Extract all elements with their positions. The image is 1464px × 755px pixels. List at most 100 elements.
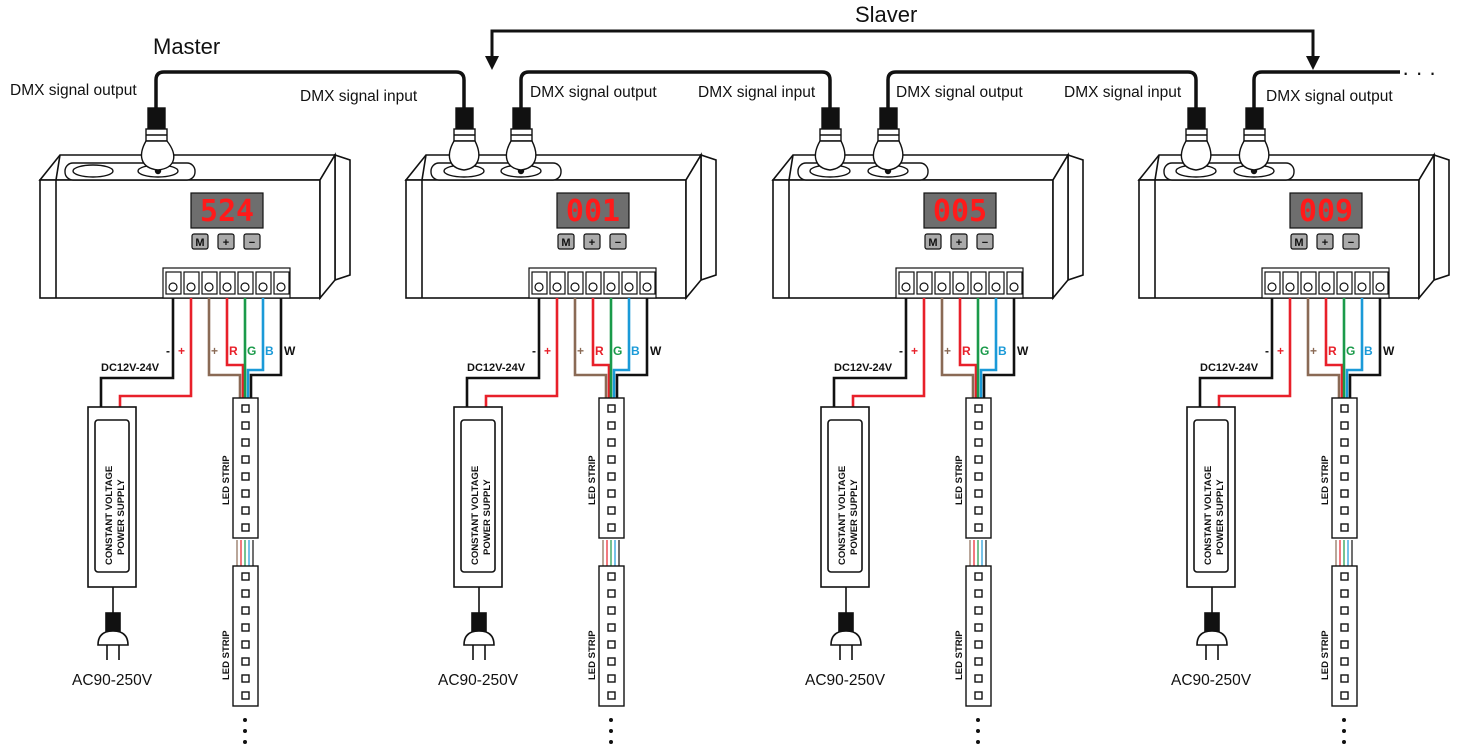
led-strip-1 bbox=[598, 397, 625, 539]
wire-label-plus: + bbox=[911, 344, 918, 358]
continuation-dots bbox=[1342, 718, 1346, 744]
power-wires bbox=[465, 298, 559, 408]
terminal-block bbox=[528, 267, 657, 299]
xlr-output-connector bbox=[872, 107, 904, 171]
wire-label-w: W bbox=[1383, 344, 1395, 358]
strip-jumper bbox=[969, 540, 987, 568]
terminal-block bbox=[162, 267, 291, 299]
plus-button[interactable] bbox=[583, 233, 601, 250]
strip-jumper bbox=[236, 540, 254, 568]
psu-label-2: POWER SUPPLY bbox=[482, 479, 493, 555]
dc-voltage-label: DC12V-24V bbox=[101, 362, 160, 374]
minus-button-label: − bbox=[1348, 237, 1354, 249]
psu-label-1: CONSTANT VOLTAGE bbox=[470, 466, 481, 565]
minus-button-label: − bbox=[982, 237, 988, 249]
psu-label-1: CONSTANT VOLTAGE bbox=[837, 466, 848, 565]
plug-icon bbox=[463, 587, 495, 660]
plug-icon bbox=[1196, 587, 1228, 660]
wire-label-b: B bbox=[631, 344, 640, 358]
led-strip-1 bbox=[232, 397, 259, 539]
psu-label-2: POWER SUPPLY bbox=[1215, 479, 1226, 555]
led-display bbox=[190, 192, 264, 229]
xlr-port-plate bbox=[1163, 162, 1295, 181]
led-strip-1 bbox=[1331, 397, 1358, 539]
power-supply bbox=[820, 406, 870, 588]
dc-voltage-label: DC12V-24V bbox=[467, 362, 526, 374]
terminal-block bbox=[1261, 267, 1390, 299]
button-row bbox=[191, 233, 261, 250]
dmx-input-label-4: DMX signal input bbox=[1064, 84, 1182, 101]
dmx-output-label-2: DMX signal output bbox=[530, 84, 657, 101]
button-row bbox=[924, 233, 994, 250]
plus-button[interactable] bbox=[217, 233, 235, 250]
wire-label-out-plus: + bbox=[577, 344, 584, 358]
xlr-input-connector bbox=[1180, 107, 1212, 171]
dmx-output-label-3: DMX signal output bbox=[896, 84, 1023, 101]
power-wires bbox=[1198, 298, 1292, 408]
xlr-port-plate bbox=[430, 162, 562, 181]
mode-button[interactable] bbox=[1290, 233, 1308, 250]
controller-unit-slave-3: 009 M + − - + bbox=[1137, 107, 1450, 744]
button-row bbox=[1290, 233, 1360, 250]
xlr-output-connector bbox=[140, 107, 175, 171]
wire-label-g: G bbox=[980, 344, 989, 358]
wire-label-out-plus: + bbox=[211, 344, 218, 358]
ac-voltage-label: AC90-250V bbox=[1171, 672, 1252, 689]
plus-button[interactable] bbox=[1316, 233, 1334, 250]
wire-label-w: W bbox=[650, 344, 662, 358]
led-strip-label-1: LED STRIP bbox=[587, 455, 598, 505]
power-wires bbox=[99, 298, 193, 408]
plug-icon bbox=[830, 587, 862, 660]
controller-unit-slave-1: 001 M + − - + bbox=[404, 107, 717, 744]
led-strip-label-1: LED STRIP bbox=[221, 455, 232, 505]
minus-button[interactable] bbox=[609, 233, 627, 250]
minus-button[interactable] bbox=[1342, 233, 1360, 250]
dmx-input-label-3: DMX signal input bbox=[698, 84, 816, 101]
led-strip-2 bbox=[965, 565, 992, 707]
wire-label-w: W bbox=[284, 344, 296, 358]
dc-voltage-label: DC12V-24V bbox=[1200, 362, 1259, 374]
wire-label-minus: - bbox=[166, 344, 170, 358]
dmx-output-label-4: DMX signal output bbox=[1266, 88, 1393, 105]
wire-label-r: R bbox=[595, 344, 604, 358]
plus-button-label: + bbox=[223, 237, 229, 249]
xlr-output-connector bbox=[505, 107, 537, 171]
plus-button[interactable] bbox=[950, 233, 968, 250]
xlr-port-plate bbox=[797, 162, 929, 181]
ac-voltage-label: AC90-250V bbox=[805, 672, 886, 689]
wire-label-b: B bbox=[265, 344, 274, 358]
wire-label-w: W bbox=[1017, 344, 1029, 358]
display-value: 009 bbox=[1299, 194, 1353, 229]
slaver-arrow-right bbox=[1306, 56, 1320, 70]
minus-button[interactable] bbox=[976, 233, 994, 250]
power-supply bbox=[87, 406, 137, 588]
wire-label-r: R bbox=[962, 344, 971, 358]
led-display bbox=[923, 192, 997, 229]
mode-button-label: M bbox=[928, 237, 937, 249]
mode-button[interactable] bbox=[557, 233, 575, 250]
wire-label-plus: + bbox=[1277, 344, 1284, 358]
psu-label-1: CONSTANT VOLTAGE bbox=[1203, 466, 1214, 565]
mode-button[interactable] bbox=[191, 233, 209, 250]
output-wires bbox=[573, 298, 649, 400]
controller-unit-master: 524 M + − - + bbox=[38, 107, 351, 744]
wire-label-plus: + bbox=[544, 344, 551, 358]
plus-button-label: + bbox=[956, 237, 962, 249]
dmx-cables bbox=[154, 70, 1400, 110]
mode-button[interactable] bbox=[924, 233, 942, 250]
controller-unit-slave-2: 005 M + − - + bbox=[771, 107, 1084, 744]
ac-voltage-label: AC90-250V bbox=[72, 672, 153, 689]
led-strip-1 bbox=[965, 397, 992, 539]
strip-jumper bbox=[602, 540, 620, 568]
wire-label-out-plus: + bbox=[1310, 344, 1317, 358]
wire-label-minus: - bbox=[899, 344, 903, 358]
led-strip-2 bbox=[1331, 565, 1358, 707]
psu-label-2: POWER SUPPLY bbox=[849, 479, 860, 555]
mode-button-label: M bbox=[1294, 237, 1303, 249]
minus-button[interactable] bbox=[243, 233, 261, 250]
wire-label-b: B bbox=[998, 344, 1007, 358]
dc-voltage-label: DC12V-24V bbox=[834, 362, 893, 374]
wire-label-plus: + bbox=[178, 344, 185, 358]
led-strip-label-1: LED STRIP bbox=[954, 455, 965, 505]
led-strip-label-2: LED STRIP bbox=[1320, 630, 1331, 680]
